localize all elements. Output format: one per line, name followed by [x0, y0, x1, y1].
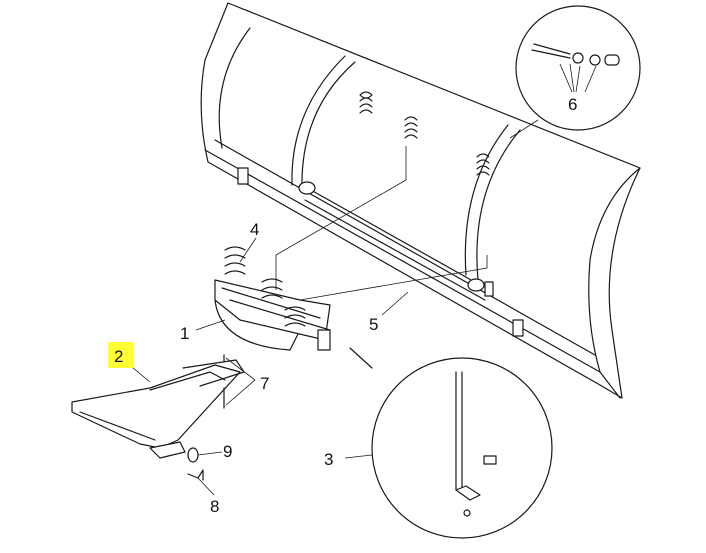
callout-9[interactable]: 9	[223, 442, 232, 461]
callout-1[interactable]: 1	[180, 324, 189, 343]
highlight-part-2	[108, 342, 133, 368]
callout-8[interactable]: 8	[210, 497, 219, 516]
detail-circle-marker	[344, 357, 553, 539]
lock-pin	[187, 469, 204, 481]
plow-blade	[200, 2, 641, 399]
callout-4[interactable]: 4	[250, 220, 259, 239]
spring-1	[359, 91, 373, 114]
pivot-mount	[214, 246, 331, 351]
callout-3[interactable]: 3	[324, 450, 333, 469]
a-frame	[71, 359, 245, 459]
clip	[187, 447, 199, 463]
callout-6[interactable]: 6	[568, 95, 577, 114]
spring-2	[404, 116, 418, 139]
detail-circle-hardware	[509, 5, 641, 139]
pin	[349, 347, 373, 369]
callout-2[interactable]: 2	[114, 347, 123, 366]
callout-5[interactable]: 5	[369, 315, 378, 334]
callout-7[interactable]: 7	[260, 374, 269, 393]
spring-3	[476, 153, 490, 176]
